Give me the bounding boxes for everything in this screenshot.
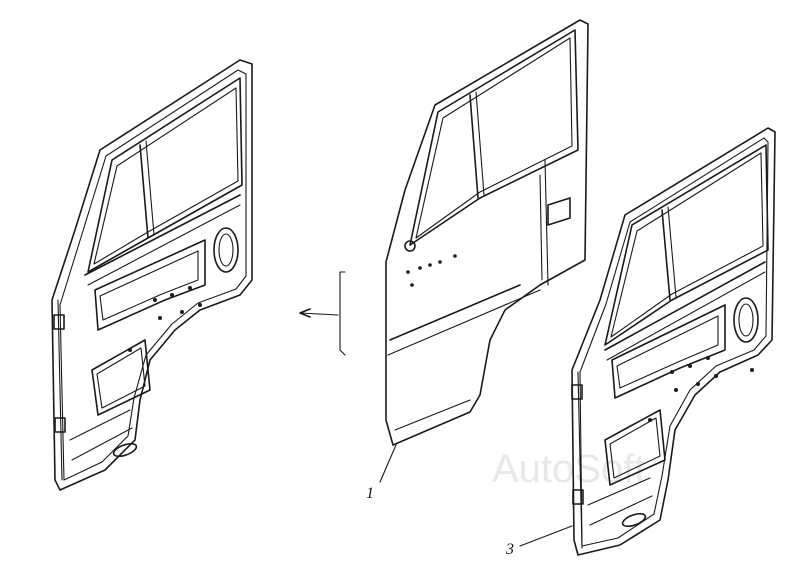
callout-label-3: 3	[505, 541, 514, 558]
center-door-outer-panel	[385, 19, 589, 446]
leader-line-1	[379, 444, 397, 483]
callout-label-1: 1	[366, 485, 374, 502]
grouping-bracket	[339, 271, 346, 356]
leader-line-3	[519, 525, 573, 547]
direction-arrow	[299, 308, 339, 318]
watermark: AutoSoft	[492, 447, 645, 491]
left-door-inner-frame	[51, 59, 253, 491]
right-door-inner-frame	[571, 127, 776, 556]
